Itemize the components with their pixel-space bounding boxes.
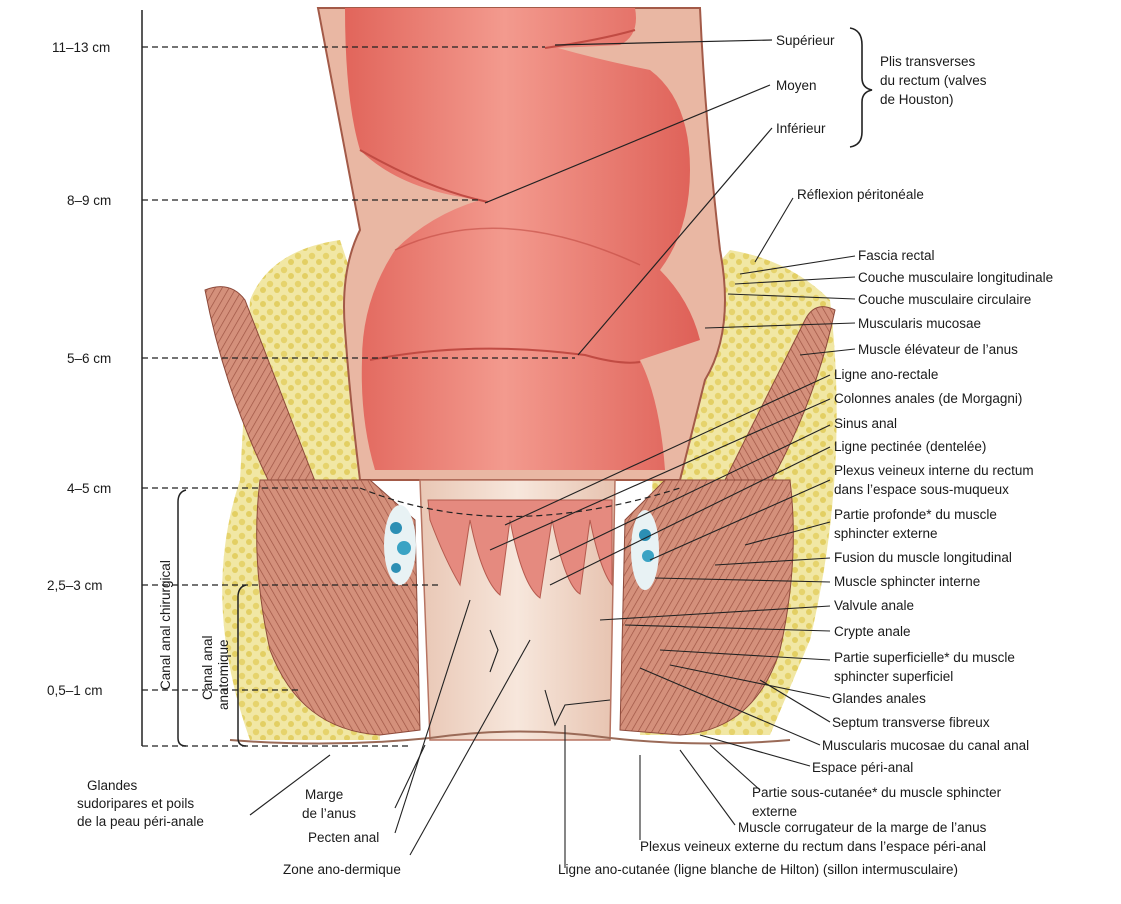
label-profonde-1: Partie profonde* du muscle bbox=[834, 507, 997, 522]
label-circulaire: Couche musculaire circulaire bbox=[858, 292, 1031, 307]
label-corrugateur: Muscle corrugateur de la marge de l’anus bbox=[738, 820, 987, 835]
label-fusion: Fusion du muscle longitudinal bbox=[834, 550, 1012, 565]
canal-anatomique-label-2: anatomique bbox=[216, 639, 231, 710]
label-glandes-sud-2: sudoripares et poils bbox=[77, 796, 194, 811]
depth-label-4: 4–5 cm bbox=[67, 481, 111, 496]
label-superficielle-1: Partie superficielle* du muscle bbox=[834, 650, 1015, 665]
label-glandes-anales: Glandes anales bbox=[832, 691, 926, 706]
label-muscularis-canal: Muscularis mucosae du canal anal bbox=[822, 738, 1029, 753]
label-superficielle-2: sphincter superficiel bbox=[834, 669, 953, 684]
houston-group-line1: Plis transverses bbox=[880, 54, 976, 69]
canal-anatomique-label-1: Canal anal bbox=[200, 635, 215, 700]
label-pecten: Pecten anal bbox=[308, 830, 379, 845]
label-septum: Septum transverse fibreux bbox=[832, 715, 990, 730]
label-sous-cutanee-1: Partie sous-cutanée* du muscle sphincter bbox=[752, 785, 1002, 800]
label-elevateur: Muscle élévateur de l’anus bbox=[858, 342, 1018, 357]
depth-label-6: 0,5–1 cm bbox=[47, 683, 103, 698]
houston-group-line3: de Houston) bbox=[880, 92, 954, 107]
houston-brace bbox=[850, 28, 872, 147]
label-marge-2: de l’anus bbox=[302, 806, 356, 821]
label-marge-1: Marge bbox=[305, 787, 343, 802]
label-valvule: Valvule anale bbox=[834, 598, 914, 613]
label-colonnes: Colonnes anales (de Morgagni) bbox=[834, 391, 1022, 406]
label-inferieur: Inférieur bbox=[776, 121, 826, 136]
depth-label-1: 11–13 cm bbox=[52, 40, 110, 55]
label-superieur: Supérieur bbox=[776, 33, 835, 48]
label-profonde-2: sphincter externe bbox=[834, 526, 938, 541]
label-fascia: Fascia rectal bbox=[858, 248, 935, 263]
label-zone: Zone ano-dermique bbox=[283, 862, 401, 877]
label-reflexion: Réflexion péritonéale bbox=[797, 187, 924, 202]
label-ano-rectale: Ligne ano-rectale bbox=[834, 367, 938, 382]
bottom-labels: Glandes sudoripares et poils de la peau … bbox=[77, 778, 401, 877]
label-plexus-interne-1: Plexus veineux interne du rectum bbox=[834, 463, 1034, 478]
label-ano-cutanee: Ligne ano-cutanée (ligne blanche de Hilt… bbox=[558, 862, 958, 877]
depth-label-3: 5–6 cm bbox=[67, 351, 111, 366]
label-espace: Espace péri-anal bbox=[812, 760, 913, 775]
label-sinus: Sinus anal bbox=[834, 416, 897, 431]
label-muscularis: Muscularis mucosae bbox=[858, 316, 981, 331]
label-glandes-sud-3: de la peau péri-anale bbox=[77, 814, 204, 829]
label-moyen: Moyen bbox=[776, 78, 817, 93]
label-sphincter-interne: Muscle sphincter interne bbox=[834, 574, 980, 589]
label-longitudinale: Couche musculaire longitudinale bbox=[858, 270, 1053, 285]
label-crypte: Crypte anale bbox=[834, 624, 911, 639]
canal-chirurgical-label: Canal anal chirurgical bbox=[158, 560, 173, 690]
label-plexus-externe: Plexus veineux externe du rectum dans l’… bbox=[640, 839, 986, 854]
label-glandes-sud-1: Glandes bbox=[87, 778, 138, 793]
label-pectinee: Ligne pectinée (dentelée) bbox=[834, 439, 986, 454]
label-plexus-interne-2: dans l’espace sous-muqueux bbox=[834, 482, 1009, 497]
label-sous-cutanee-2: externe bbox=[752, 804, 797, 819]
houston-group-line2: du rectum (valves bbox=[880, 73, 987, 88]
depth-label-2: 8–9 cm bbox=[67, 193, 111, 208]
depth-label-5: 2,5–3 cm bbox=[47, 578, 103, 593]
